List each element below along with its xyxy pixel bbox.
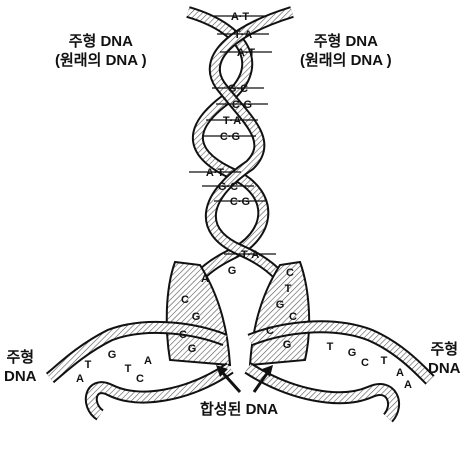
base-pair-label: C·G [232,99,252,111]
base-pair-label: A·T [231,11,250,23]
base-letter: G [283,339,292,351]
base-letter: C [136,373,144,385]
base-letter: G [348,347,357,359]
base-letter: A [396,367,404,379]
label-template-right-line2: (원래의 DNA ) [300,51,392,70]
base-letter: C [361,357,369,369]
fork-right-body [250,262,309,365]
base-letter: T [125,363,132,375]
base-letter: C [179,329,187,341]
base-letter: T [327,341,334,353]
base-letter: A [404,379,412,391]
base-letter: G [192,311,201,323]
base-pair-label: A·T [237,47,256,59]
base-letter: A [144,355,152,367]
base-pair-label: A·T [206,167,225,179]
base-letter: C [181,294,189,306]
base-letter: C [266,325,274,337]
base-pair-label: C·G [230,196,250,208]
base-letter: T [85,359,92,371]
base-letter: G [108,349,117,361]
label-template-left-line1: 주형 DNA [55,32,147,51]
label-template-bottom-right-line1: 주형 [428,340,461,359]
label-template-bottom-right-line2: DNA [428,359,461,378]
label-template-bottom-left-line1: 주형 [4,348,37,367]
base-pair-label: T·A [241,249,259,261]
base-pair-label: G·C [218,181,238,193]
base-letter: A [76,373,84,385]
label-template-left-line2: (원래의 DNA ) [55,51,147,70]
base-pair-label: G·C [228,83,248,95]
base-letter: T [285,283,292,295]
base-pair-label: T·A [223,115,241,127]
base-letter: G [188,343,197,355]
base-letter: G [276,299,285,311]
label-template-bottom-left: 주형 DNA [4,348,37,386]
label-synthesized: 합성된 DNA [200,400,278,419]
base-pair-label: C·G [220,131,240,143]
label-template-left: 주형 DNA (원래의 DNA ) [55,32,147,70]
base-letter: C [286,267,294,279]
base-pair-label: T·A [234,29,252,41]
label-template-right-line1: 주형 DNA [300,32,392,51]
label-template-right: 주형 DNA (원래의 DNA ) [300,32,392,70]
label-template-bottom-right: 주형 DNA [428,340,461,378]
base-letter: T [381,355,388,367]
base-letter: A [201,273,209,285]
base-letter: G [228,265,237,277]
base-letter: C [289,311,297,323]
label-template-bottom-left-line2: DNA [4,367,37,386]
